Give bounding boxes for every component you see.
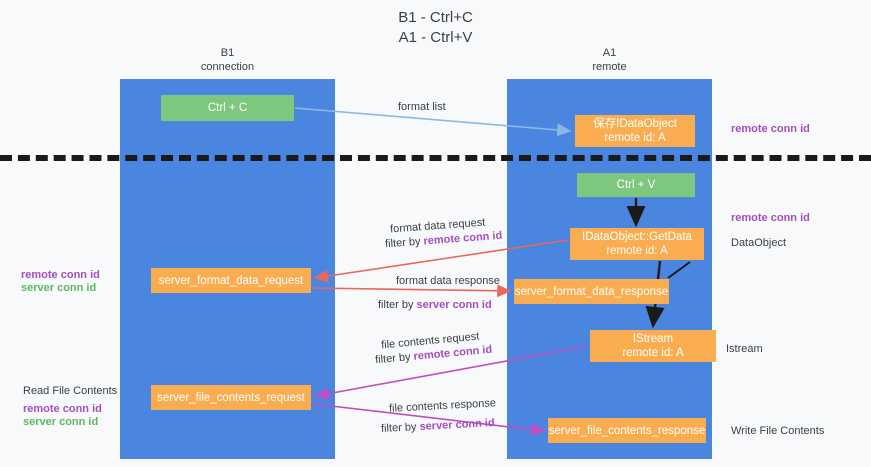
lane-b1-sub: connection [200,61,255,73]
title-line-2: A1 - Ctrl+V [398,29,473,46]
edge-label-format-list: format list [398,101,446,113]
node-idataobject-getdata[interactable]: IDataObject::GetData remote id: A [570,228,704,260]
filter-prefix: filter by [378,299,417,311]
lane-a1-sub: remote [592,61,627,73]
node-ctrl-c-label: Ctrl + C [207,102,248,114]
node-idataobject-getdata-label: IDataObject::GetData [582,231,692,243]
edge-label-file-contents-response-filter: filter by server conn id [381,416,495,436]
node-save-idataobject[interactable]: 保存IDataObject remote id: A [575,115,695,147]
node-istream-label: IStream [632,333,674,345]
annotation-left-remote-conn-id-2: remote conn id [23,403,102,415]
node-server-file-contents-response-label: server_file_contents_response [548,424,706,437]
phase-divider [0,155,871,161]
annotation-remote-conn-id-top: remote conn id [731,123,810,135]
node-istream-subtext: remote id: A [622,347,684,359]
node-server-format-data-response-label: server_format_data_response [514,285,669,298]
lane-header-a1: A1 remote [507,46,712,74]
node-idataobject-getdata-subtext: remote id: A [606,245,668,257]
node-ctrl-v-label: Ctrl + V [616,179,656,191]
node-ctrl-v[interactable]: Ctrl + V [577,173,695,197]
annotation-write-file-contents: Write File Contents [731,425,825,437]
annotation-left-server-conn-id-2: server conn id [23,416,99,428]
annotation-read-file-contents: Read File Contents [23,385,118,397]
node-istream[interactable]: IStream remote id: A [590,330,716,362]
edge-label-format-data-response-filter: filter by server conn id [378,298,492,312]
node-save-idataobject-subtext: remote id: A [604,132,666,144]
edge-label-format-data-response: format data response [396,275,500,287]
diagram-title: B1 - Ctrl+C A1 - Ctrl+V [0,8,871,48]
node-server-format-data-request-label: server_format_data_request [158,274,304,287]
annotation-left-server-conn-id-1: server conn id [21,282,97,294]
edge-format-data-response [312,284,512,298]
annotation-left-remote-conn-id-1: remote conn id [21,269,100,281]
annotation-dataobject: DataObject [731,237,787,249]
node-server-file-contents-response[interactable]: server_file_contents_response [548,418,706,443]
filter-key-server-conn-id: server conn id [419,417,495,433]
node-server-format-data-request[interactable]: server_format_data_request [151,268,311,293]
filter-key-server-conn-id: server conn id [416,299,492,311]
node-ctrl-c[interactable]: Ctrl + C [161,95,294,121]
node-server-file-contents-request[interactable]: server_file_contents_request [151,385,311,410]
node-server-file-contents-request-label: server_file_contents_request [157,391,305,404]
filter-prefix: filter by [380,420,420,435]
edge-label-file-contents-response: file contents response [388,397,497,415]
lane-b1-name: B1 [220,47,235,59]
filter-prefix: filter by [384,235,425,251]
node-server-format-data-response[interactable]: server_format_data_response [514,279,669,304]
annotation-istream: Istream [726,343,763,355]
annotation-remote-conn-id-mid: remote conn id [731,212,810,224]
lane-header-b1: B1 connection [120,46,335,74]
filter-prefix: filter by [374,350,415,367]
lane-a1-name: A1 [602,47,617,59]
title-line-1: B1 - Ctrl+C [398,9,473,26]
node-save-idataobject-label: 保存IDataObject [593,118,677,130]
